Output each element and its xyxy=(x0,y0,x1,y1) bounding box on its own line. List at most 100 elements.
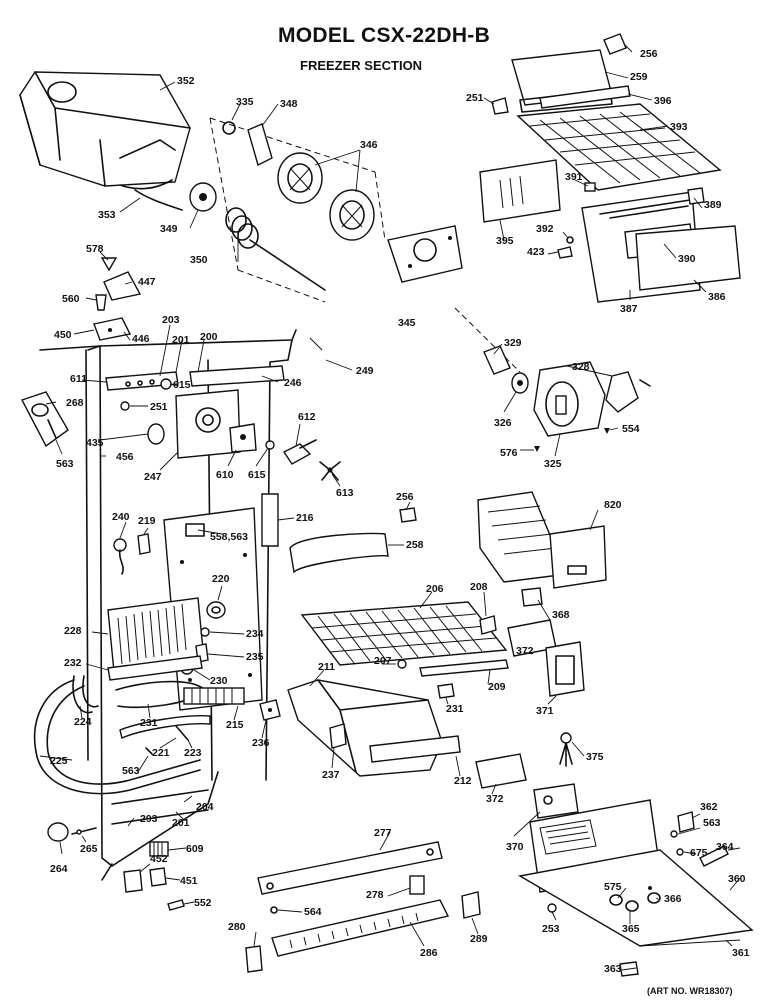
roller-609 xyxy=(149,841,169,857)
part-label: 423 xyxy=(527,246,545,258)
part-label: 277 xyxy=(374,827,392,839)
rail-209 xyxy=(419,659,509,677)
part-label: 209 xyxy=(488,681,506,693)
part-label: 372 xyxy=(516,645,534,657)
clip-208 xyxy=(479,615,497,635)
drain-trough-232 xyxy=(107,655,203,681)
part-label: 286 xyxy=(420,947,438,959)
part-label: 564 xyxy=(304,906,322,918)
part-label: 552 xyxy=(194,897,212,909)
part-label: 328 xyxy=(572,361,590,373)
heater-240 xyxy=(113,538,127,575)
screw-578 xyxy=(100,257,118,272)
part-label: 237 xyxy=(322,769,340,781)
part-label: 200 xyxy=(200,331,218,343)
part-label: 349 xyxy=(160,223,178,235)
part-label: 224 xyxy=(74,716,92,728)
part-label: 387 xyxy=(620,303,638,315)
part-label: 435 xyxy=(86,437,104,449)
part-label: 211 xyxy=(318,661,335,673)
hinge-446 xyxy=(93,317,132,341)
part-label: 265 xyxy=(80,843,98,855)
water-valve-370 xyxy=(533,783,579,819)
screw-615b xyxy=(265,440,275,450)
clip-391 xyxy=(584,182,596,192)
part-label: 204 xyxy=(196,801,214,813)
bracket-452 xyxy=(123,869,143,893)
part-label: 353 xyxy=(98,209,116,221)
part-label: 256 xyxy=(640,48,658,60)
roller-278 xyxy=(409,875,425,895)
clip-237 xyxy=(329,723,347,749)
terminal-block xyxy=(183,687,245,705)
pin-265 xyxy=(71,827,97,835)
wire-shelf-206 xyxy=(300,601,508,666)
clip-231b xyxy=(437,683,455,699)
part-label: 447 xyxy=(138,276,156,288)
part-label: 392 xyxy=(536,223,554,235)
fan-blade-613 xyxy=(319,461,341,481)
screw-552 xyxy=(167,899,185,911)
part-label: 563 xyxy=(122,765,140,777)
cover-395 xyxy=(479,159,561,223)
part-label: 576 xyxy=(500,447,518,459)
part-label: 325 xyxy=(544,458,562,470)
sensor-364 xyxy=(699,845,729,867)
part-label: 251 xyxy=(466,92,484,104)
part-label: 362 xyxy=(700,801,718,813)
part-label: 225 xyxy=(50,755,68,767)
part-label: 256 xyxy=(396,491,414,503)
cover-386 xyxy=(635,225,741,291)
part-label: 326 xyxy=(494,417,512,429)
bracket-447 xyxy=(103,271,142,301)
bracket-345 xyxy=(387,225,463,283)
part-label: 450 xyxy=(54,329,72,341)
base-rail-204 xyxy=(111,789,209,805)
part-label: 446 xyxy=(132,333,150,345)
harness-375 xyxy=(559,732,573,767)
clip-251 xyxy=(120,401,130,411)
part-label: 208 xyxy=(470,581,488,593)
screw-392 xyxy=(566,236,574,244)
part-label: 329 xyxy=(504,337,522,349)
part-label: 215 xyxy=(226,719,244,731)
gear-326 xyxy=(511,372,529,394)
freezer-basket-211 xyxy=(287,679,461,777)
rail-611 xyxy=(105,371,179,391)
screw-563b xyxy=(670,830,678,838)
link-328 xyxy=(605,371,639,413)
part-label: 201 xyxy=(172,817,190,829)
part-label: 348 xyxy=(280,98,298,110)
grommet-253 xyxy=(547,903,557,913)
part-label: 368 xyxy=(552,609,570,621)
screw-675 xyxy=(676,848,684,856)
part-label: 278 xyxy=(366,889,384,901)
fill-cup-371 xyxy=(545,641,585,697)
part-label: 611 xyxy=(70,373,87,385)
base-plate-360 xyxy=(518,849,754,947)
part-label: 613 xyxy=(336,487,354,499)
part-label: 207 xyxy=(374,655,392,667)
screw-564 xyxy=(270,906,278,914)
part-label: 236 xyxy=(252,737,270,749)
cover-372b xyxy=(475,753,527,789)
screw-554 xyxy=(604,428,610,434)
part-label: 231 xyxy=(140,717,158,729)
part-label: 375 xyxy=(586,751,604,763)
bracket-256 xyxy=(603,33,627,55)
roller-451 xyxy=(149,867,167,887)
part-label: 370 xyxy=(506,841,524,853)
base-361 xyxy=(639,939,741,947)
part-label: 558,563 xyxy=(210,531,248,543)
part-label: 235 xyxy=(246,651,264,663)
part-label: 223 xyxy=(184,747,202,759)
part-label: 219 xyxy=(138,515,156,527)
part-label: 203 xyxy=(162,314,180,326)
part-label: 289 xyxy=(470,933,488,945)
part-label: 615 xyxy=(248,469,266,481)
base-rail-201 xyxy=(111,809,209,825)
lamp-423 xyxy=(557,246,573,259)
part-label: 390 xyxy=(678,253,696,265)
part-label: 221 xyxy=(152,747,170,759)
